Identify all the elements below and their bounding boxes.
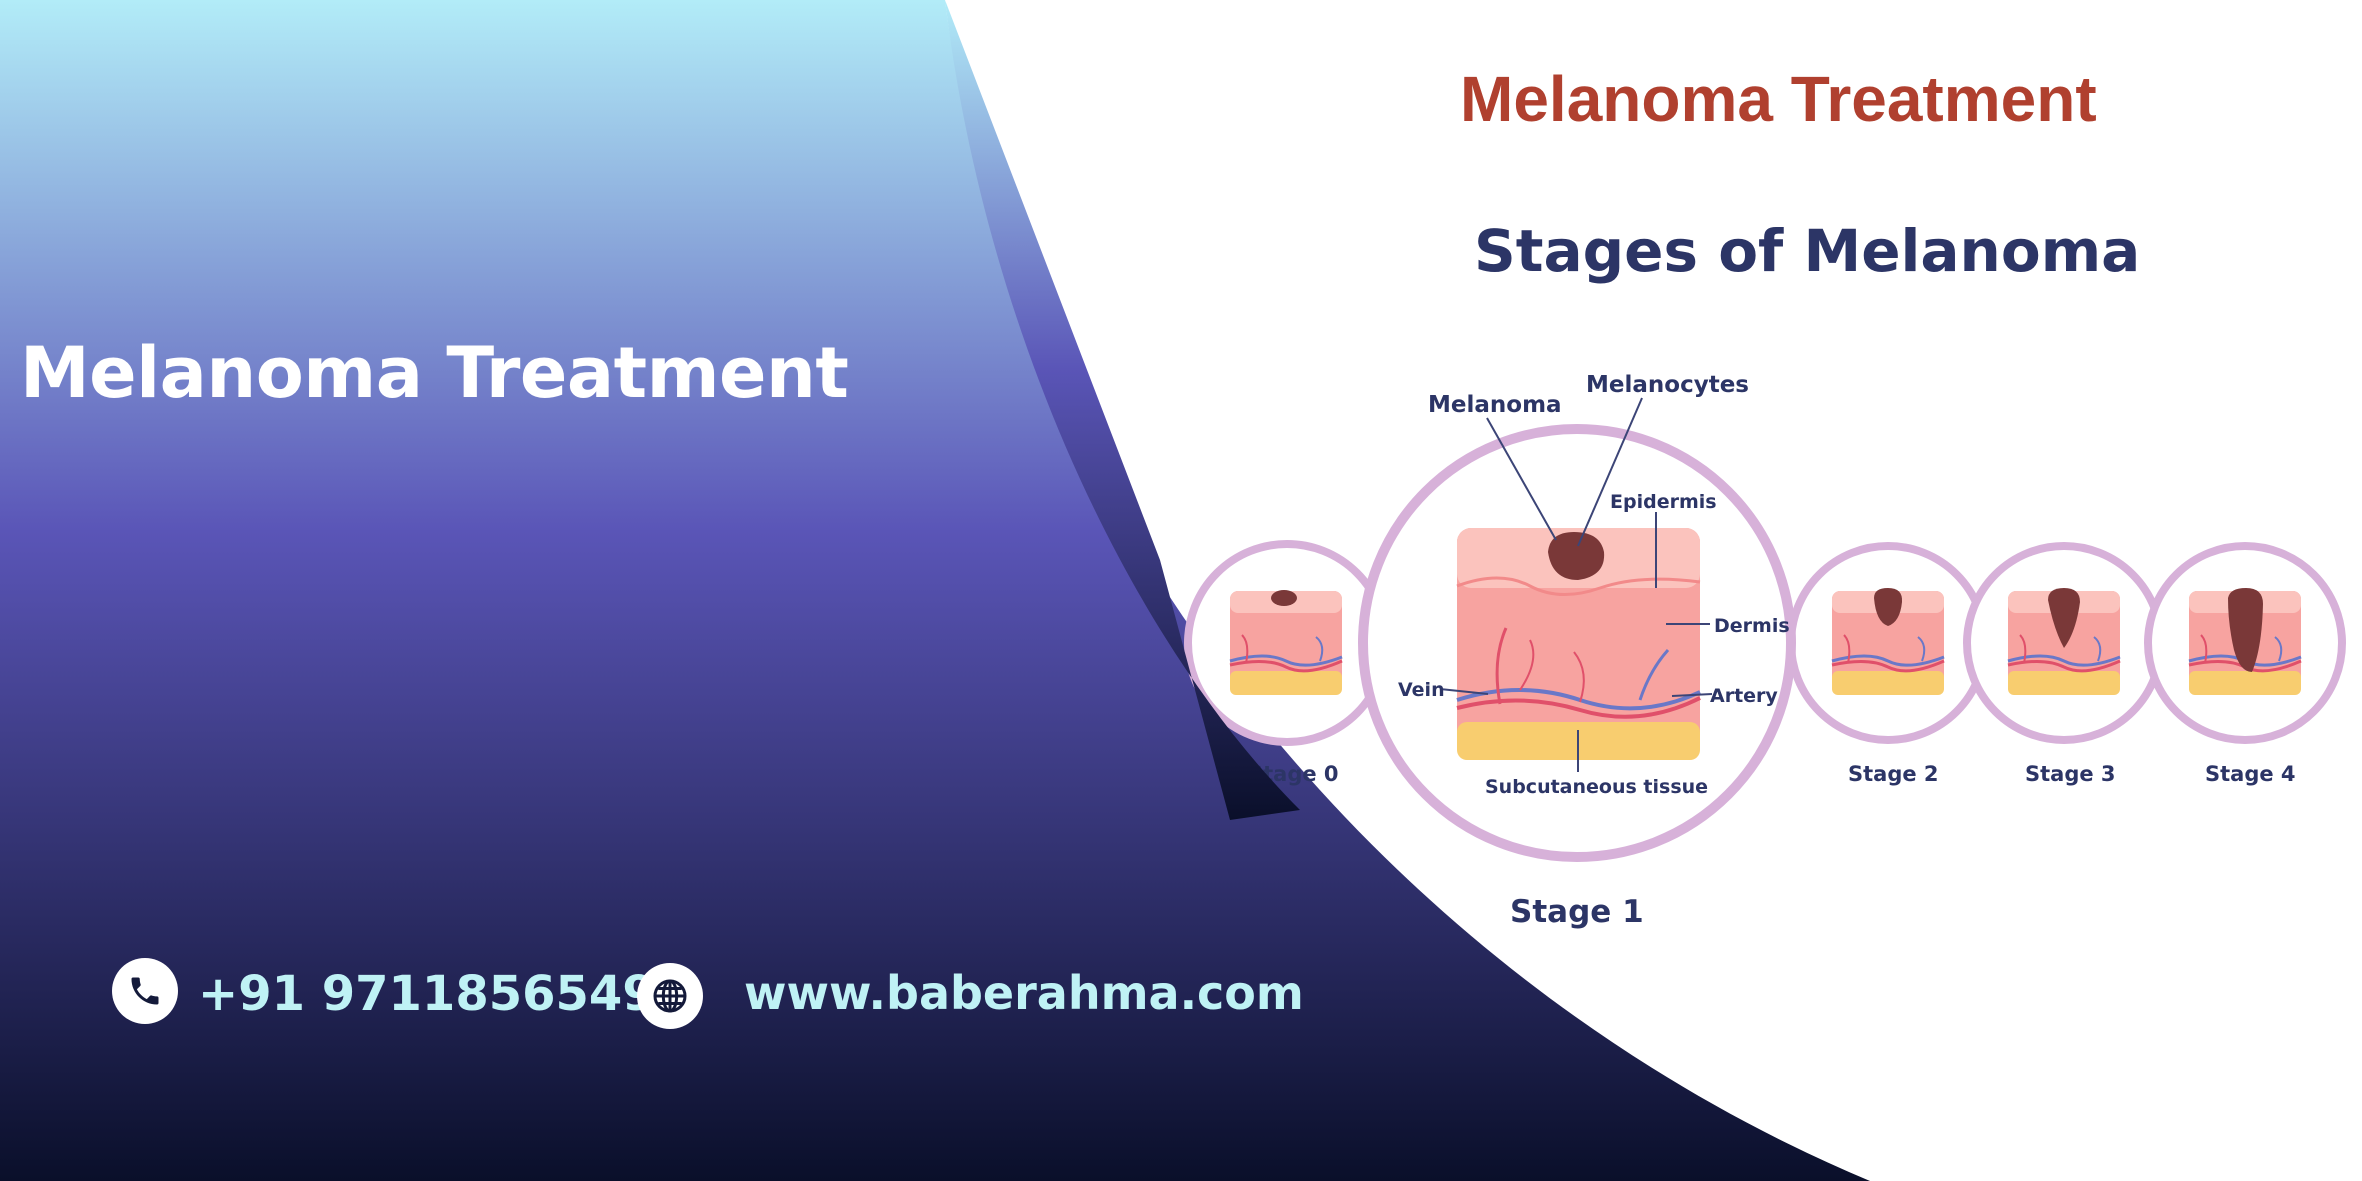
stage3-illustration bbox=[1963, 542, 2165, 744]
label-melanocytes: Melanocytes bbox=[1586, 372, 1749, 398]
label-artery: Artery bbox=[1710, 685, 1778, 707]
website-link[interactable]: www.baberahma.com bbox=[744, 966, 1304, 1020]
label-stage3: Stage 3 bbox=[2025, 762, 2116, 786]
label-stage4: Stage 4 bbox=[2205, 762, 2296, 786]
stage4-illustration bbox=[2144, 542, 2346, 744]
phone-number[interactable]: +91 9711856549 bbox=[198, 966, 656, 1022]
phone-icon bbox=[112, 958, 178, 1024]
label-stage1: Stage 1 bbox=[1510, 894, 1644, 930]
stage1-illustration bbox=[1358, 397, 1796, 862]
label-epidermis: Epidermis bbox=[1610, 491, 1717, 513]
diagram-title: Stages of Melanoma bbox=[1474, 217, 2141, 285]
label-dermis: Dermis bbox=[1714, 615, 1790, 637]
label-subcutaneous: Subcutaneous tissue bbox=[1485, 776, 1708, 798]
right-title: Melanoma Treatment bbox=[1460, 63, 2097, 135]
stage2-illustration bbox=[1787, 542, 1989, 744]
label-melanoma: Melanoma bbox=[1428, 392, 1562, 418]
globe-icon bbox=[637, 963, 703, 1029]
left-title: Melanoma Treatment bbox=[20, 332, 849, 414]
label-vein: Vein bbox=[1398, 679, 1445, 701]
label-stage2: Stage 2 bbox=[1848, 762, 1939, 786]
